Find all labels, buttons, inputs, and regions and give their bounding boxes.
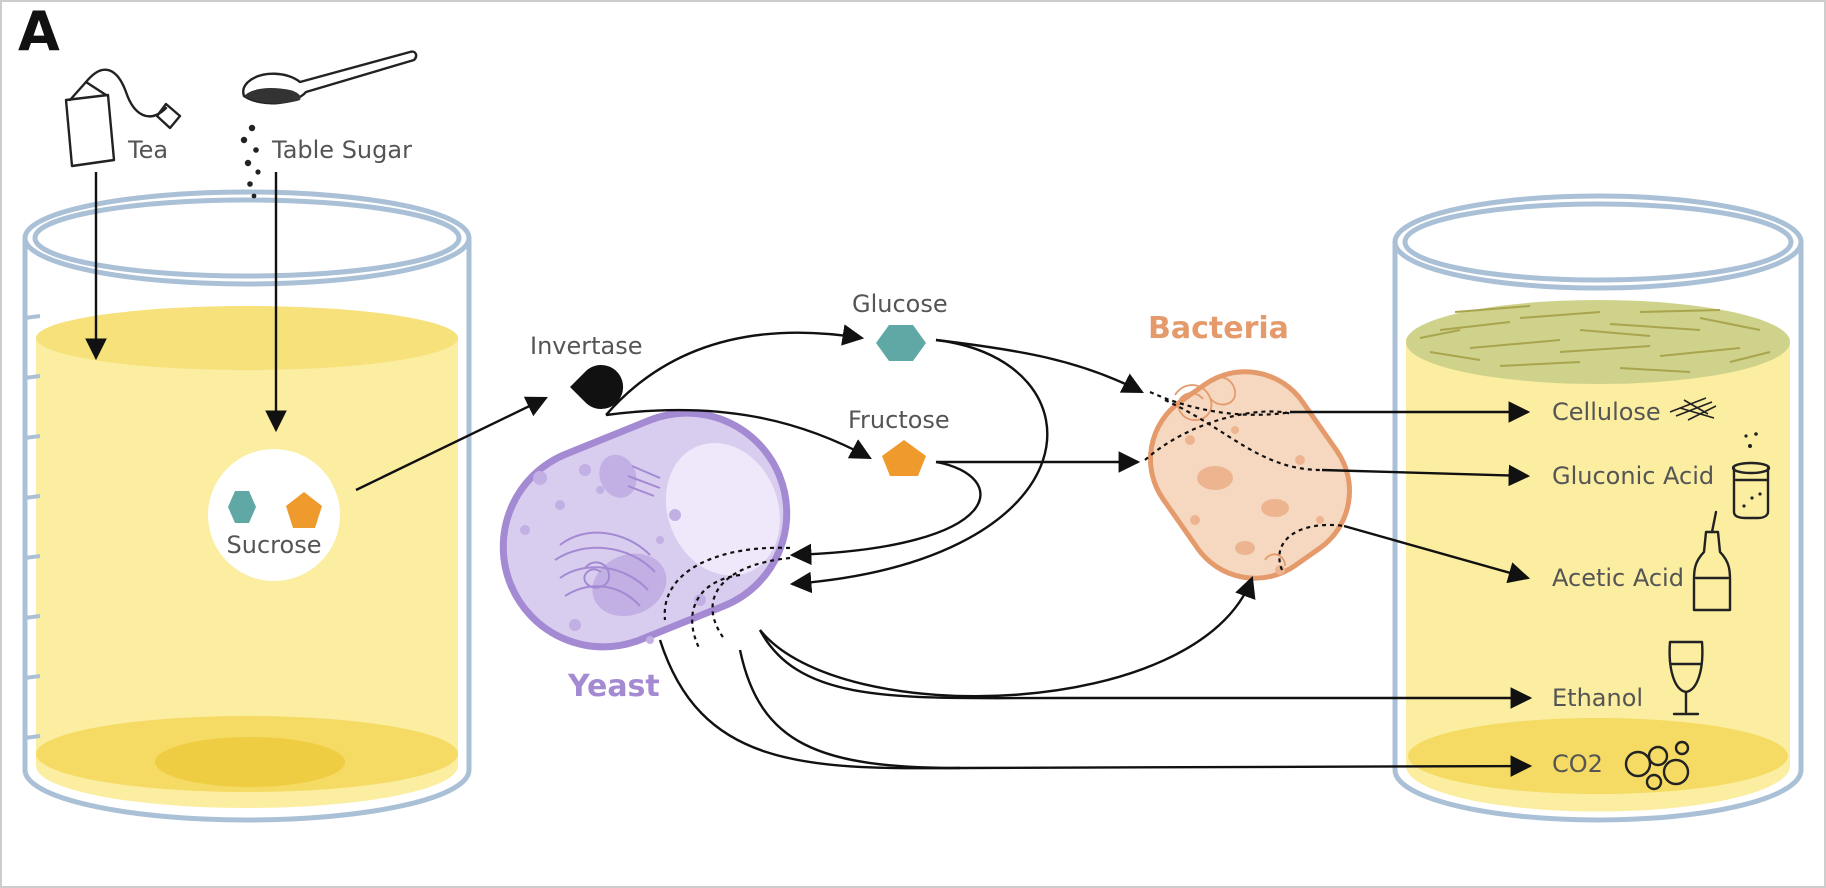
left-beaker-rim-inner [32,197,462,279]
tea-bag-icon [64,68,182,168]
cellulose-label: Cellulose [1552,398,1661,426]
wine-glass-icon [1668,640,1704,716]
right-beaker-rim-outer [1392,193,1804,291]
glucose-to-bacteria-arrow [935,338,1144,394]
fructose-to-yeast-arrow [789,460,982,566]
cellulose-fibers [1419,305,1771,373]
ethanol-label: Ethanol [1552,684,1643,712]
scoby-layer [1406,300,1790,384]
invertase-to-glucose-arrow [605,324,865,416]
bacteria-label: Bacteria [1148,311,1289,346]
glucose-hexagon [876,325,926,361]
yeast-spots [520,464,706,644]
bacteria-to-gluconic-acid-arrow [1321,464,1531,487]
table-sugar-label: Table Sugar [271,136,412,164]
sucrose-fructose-pentagon [286,492,322,528]
left-beaker-surface [36,306,458,370]
bacteria-to-acetic-acid-arrow [1343,524,1531,584]
bacteria-spots [1185,426,1324,575]
glucose-to-yeast-arrow [789,338,1049,594]
panel-letter: A [18,0,60,63]
yeast-label: Yeast [567,669,660,704]
right-beaker-body [1392,242,1804,823]
yeast-to-co2-arrow [658,639,1533,777]
bacteria-dotted-pathways [1144,390,1345,571]
right-beaker-rim-inner [1402,201,1794,283]
sucrose-glucose-hexagon [228,491,256,523]
left-beaker-ticks [24,314,41,740]
sugar-spoon-icon [240,50,418,199]
sucrose-bubble [208,449,340,581]
co2-label: CO2 [1552,750,1603,778]
sugar-grains [240,124,261,199]
sucrose-to-invertase-arrow [355,396,548,492]
invertase-label: Invertase [530,332,643,360]
cellulose-icon [1669,397,1717,421]
gas-bubbles-icon [1624,740,1690,791]
bacteria-cell [1148,369,1352,581]
invertase-icon [570,365,624,409]
left-beaker-rim-outer [22,189,472,287]
right-beaker-liquid [1406,338,1790,812]
yeast-to-bacteria-arrow [759,575,1256,698]
yeast-to-co2-arrow-2 [738,649,961,770]
left-beaker-bottom-core [155,737,345,787]
tea-label: Tea [127,136,168,164]
left-beaker-body [22,238,472,823]
beaker-bubbles-icon [1731,432,1771,520]
right-beaker-bottom-ring [1408,718,1788,794]
vinegar-bottle-icon [1692,510,1732,612]
right-beaker [1392,193,1804,823]
glucose-label: Glucose [852,290,948,318]
gluconic-acid-label: Gluconic Acid [1552,462,1714,490]
fructose-label: Fructose [848,406,950,434]
fructose-pentagon [882,440,926,476]
acetic-acid-label: Acetic Acid [1552,564,1684,592]
sucrose-label: Sucrose [227,531,322,559]
yeast-dotted-pathways [663,546,791,651]
invertase-to-fructose-arrow [605,408,872,460]
yeast-to-ethanol-arrow [758,629,1533,709]
yeast-organelles [554,465,661,607]
